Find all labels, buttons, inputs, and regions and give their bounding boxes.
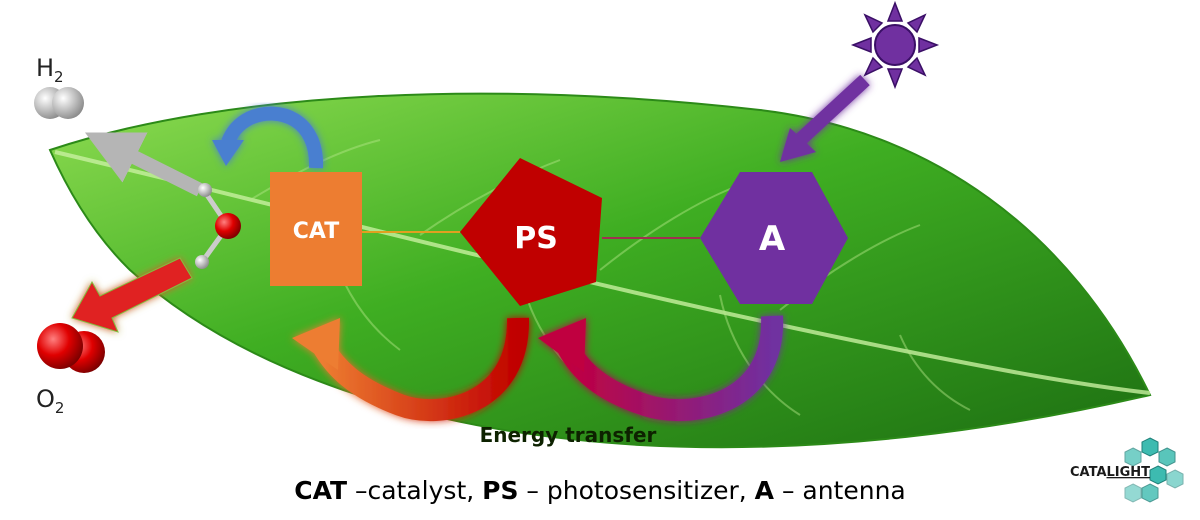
- logo-text-part1: CATA: [1070, 465, 1107, 480]
- o2-label: O2: [36, 385, 64, 417]
- hexagon-cluster-icon: [1124, 437, 1184, 503]
- o2-release-arrow: [71, 257, 193, 333]
- h2-release-arrow: [84, 132, 204, 197]
- catalyst-node: CAT: [270, 172, 362, 286]
- photosensitizer-node: PS: [460, 158, 602, 306]
- antenna-node: A: [700, 172, 848, 304]
- caption-a-def: – antenna: [774, 476, 906, 505]
- catalyst-cycle-arrow: [212, 106, 324, 169]
- water-molecule: [195, 183, 241, 269]
- photosensitizer-node-label: PS: [514, 221, 558, 256]
- o2-molecule: [37, 323, 105, 373]
- caption-ps-abbr: PS: [482, 476, 519, 505]
- energy-transfer-arrow-ps-cat: [292, 317, 530, 422]
- catalight-logo: CATALIGHT: [1070, 437, 1184, 503]
- light-input-arrow: [780, 74, 870, 162]
- energy-transfer-arrow-a-ps: [538, 315, 784, 422]
- caption: CAT –catalyst, PS – photosensitizer, A –…: [0, 476, 1200, 505]
- sun-icon: [850, 0, 940, 90]
- energy-transfer-label: Energy transfer: [480, 423, 657, 447]
- caption-cat-abbr: CAT: [294, 476, 348, 505]
- h2-molecule: [34, 87, 84, 119]
- caption-a-abbr: A: [754, 476, 774, 505]
- h2-label: H2: [36, 54, 64, 86]
- caption-cat-def: –catalyst,: [347, 476, 483, 505]
- antenna-node-label: A: [759, 219, 786, 259]
- logo-text-part2: LIGHT: [1107, 465, 1151, 480]
- caption-ps-def: – photosensitizer,: [518, 476, 755, 505]
- svg-text:CATALIGHT: CATALIGHT: [1070, 465, 1150, 480]
- catalyst-node-label: CAT: [293, 219, 339, 244]
